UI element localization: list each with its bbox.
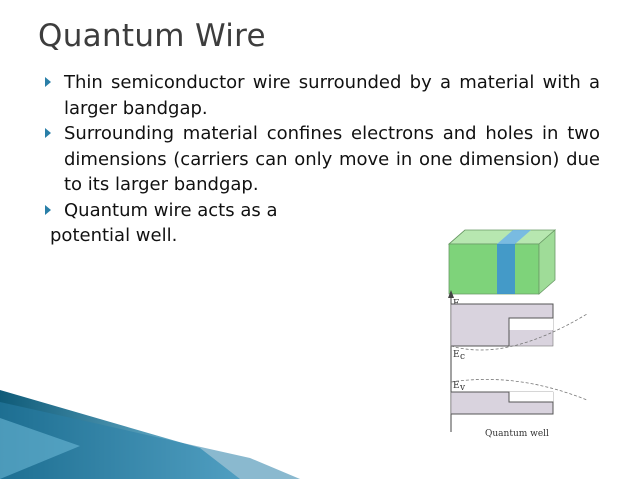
band-diagram: E E c E v Quantum well	[448, 290, 587, 439]
decorative-swoosh	[0, 390, 300, 479]
slide-title: Quantum Wire	[38, 18, 266, 54]
figure-caption: Quantum well	[485, 429, 549, 439]
bullet-text: Quantum wire acts as a	[64, 199, 278, 221]
bullet-arrow-icon	[45, 204, 51, 215]
bullet-item: Thin semiconductor wire surrounded by a …	[40, 70, 600, 121]
bullet-item: Surrounding material confines electrons …	[40, 121, 600, 198]
quantum-wire-box-image	[447, 229, 557, 295]
bullet-arrow-icon	[45, 77, 51, 87]
ec-label: E	[453, 350, 460, 360]
ec-subscript: c	[460, 352, 465, 362]
bullet-text: Surrounding material confines electrons …	[64, 123, 600, 195]
bullet-list: Thin semiconductor wire surrounded by a …	[40, 70, 600, 249]
bullet-arrow-icon	[45, 128, 51, 138]
bullet-item: Quantum wire acts as a	[40, 198, 354, 224]
bullet-continuation: potential well.	[50, 225, 178, 246]
bullet-text: Thin semiconductor wire surrounded by a …	[64, 72, 600, 119]
quantum-wire-figure: E E c E v Quantum well	[447, 229, 587, 439]
ev-label: E	[453, 381, 460, 391]
ev-subscript: v	[459, 383, 466, 393]
